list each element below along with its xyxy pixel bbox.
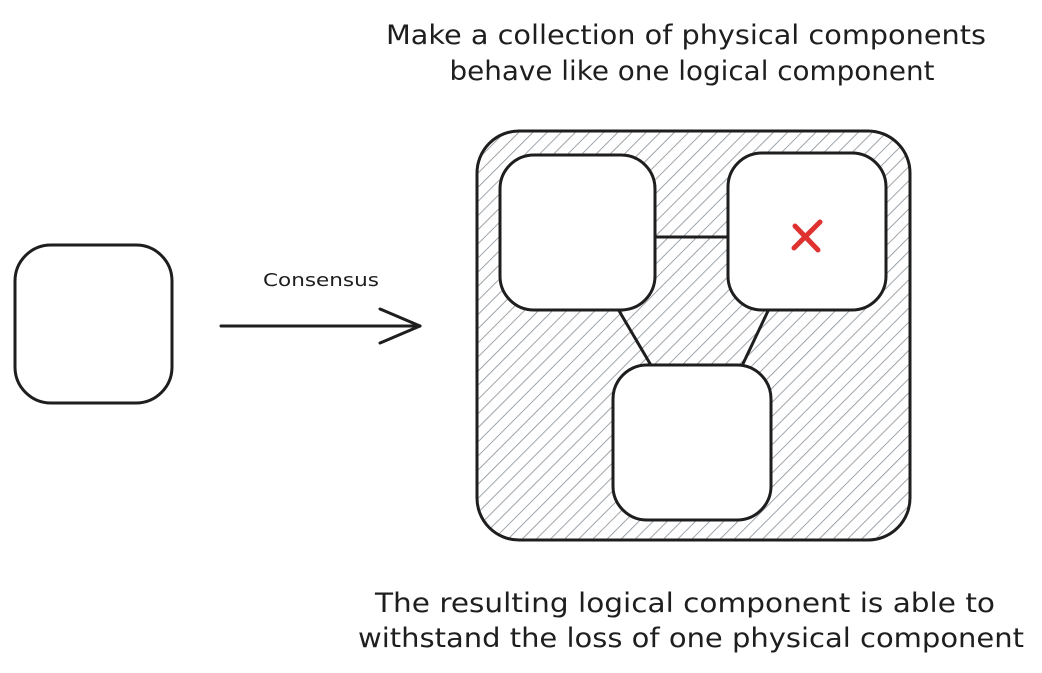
physical-component-bottom — [611, 363, 773, 522]
arrow-label: Consensus — [263, 270, 379, 291]
consensus-arrow — [219, 307, 422, 345]
caption-line-2: withstand the loss of one physical compo… — [358, 623, 1024, 654]
connections — [616, 235, 770, 370]
title-line-2: behave like one logical component — [450, 56, 935, 87]
physical-component-top-left — [498, 153, 657, 312]
caption-line-1: The resulting logical component is able … — [374, 588, 995, 619]
single-component-box — [13, 243, 174, 405]
failure-x-icon — [791, 219, 823, 253]
title-line-1: Make a collection of physical components — [386, 20, 986, 51]
